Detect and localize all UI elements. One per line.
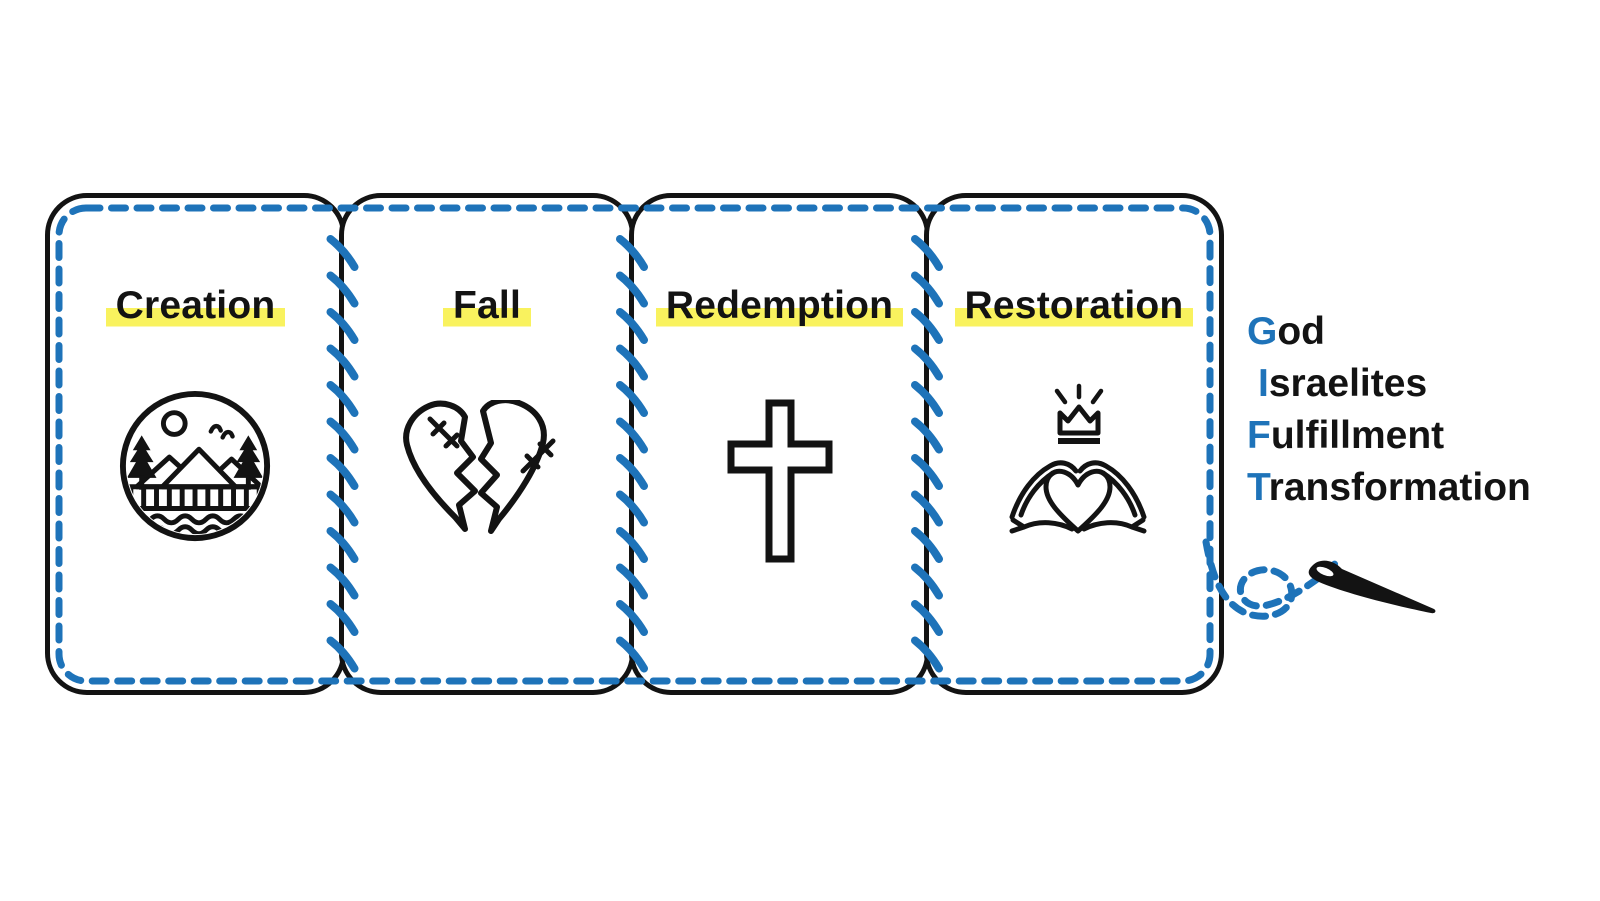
cross-icon [727, 399, 832, 563]
broken-heart-icon [403, 400, 556, 534]
acrostic-rest: ulfillment [1270, 414, 1445, 457]
card-redemption: Redemption [629, 193, 930, 695]
crown [1057, 404, 1101, 444]
acrostic-line-israelites: Israelites [1247, 358, 1531, 410]
acrostic-rest: od [1277, 310, 1325, 353]
card-title-fall: Fall [344, 284, 630, 328]
card-fall: Fall [339, 193, 635, 695]
acrostic-initial: F [1247, 414, 1271, 457]
highlighted-title: Redemption [655, 284, 904, 328]
card-title-restoration: Restoration [929, 284, 1219, 328]
crown-rays [1054, 383, 1104, 405]
acrostic-line-god: God [1247, 306, 1531, 358]
card-restoration: Restoration [924, 193, 1224, 695]
acrostic-initial: G [1247, 310, 1278, 353]
acrostic-line-fulfillment: Fulfillment [1247, 410, 1531, 462]
hands-heart [1009, 460, 1147, 534]
acrostic-line-transformation: Transformation [1247, 462, 1531, 514]
highlighted-title: Restoration [954, 284, 1194, 328]
nature-landscape-icon [119, 390, 270, 542]
acrostic-rest: ransformation [1268, 466, 1531, 509]
needle-icon [1308, 560, 1436, 614]
thread-loop [1202, 538, 1342, 620]
card-title-redemption: Redemption [634, 284, 925, 328]
hands-heart-crown-icon [1009, 383, 1147, 534]
acrostic-initial: T [1247, 466, 1269, 509]
card-title-creation: Creation [50, 284, 341, 328]
acrostic-rest: sraelites [1268, 362, 1428, 405]
gift-acrostic: God Israelites Fulfillment Transformatio… [1247, 306, 1531, 514]
highlighted-title: Fall [443, 284, 531, 328]
highlighted-title: Creation [105, 284, 286, 328]
card-creation: Creation [45, 193, 346, 695]
acrostic-initial: I [1258, 362, 1269, 405]
